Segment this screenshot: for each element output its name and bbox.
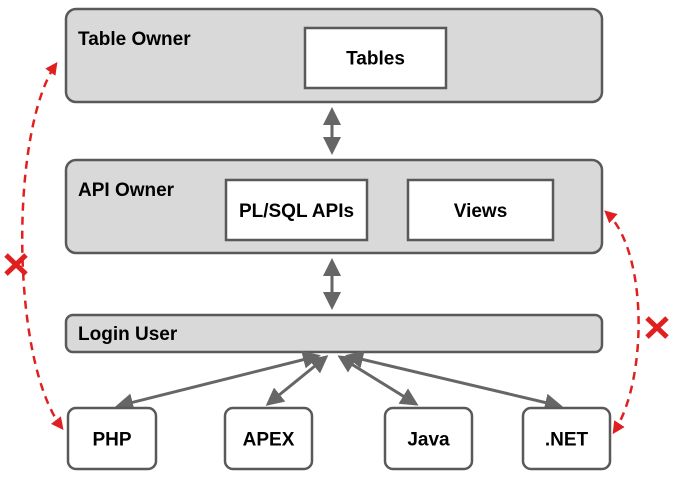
login-user-label: Login User <box>78 324 178 345</box>
apex-client-box: APEX <box>223 406 314 471</box>
java-label: Java <box>407 430 450 451</box>
apex-label: APEX <box>243 430 295 451</box>
tables-box: Tables <box>303 26 448 90</box>
views-box: Views <box>406 178 555 242</box>
plsql-apis-box: PL/SQL APIs <box>224 178 369 242</box>
php-connector <box>115 350 321 412</box>
java-client-box: Java <box>383 406 474 471</box>
dotnet-api-owner-blocked-path <box>604 210 640 435</box>
dotnet-label: .NET <box>545 430 589 451</box>
php-label: PHP <box>92 430 131 451</box>
dotnet-client-box: .NET <box>521 406 612 471</box>
login-user-layer: Login User <box>64 313 604 354</box>
views-label: Views <box>454 201 508 222</box>
x-icon <box>4 253 28 276</box>
php-client-box: PHP <box>66 406 158 471</box>
api-owner-layer: API Owner PL/SQL APIs Views <box>64 158 604 255</box>
api-owner-label: API Owner <box>78 180 175 201</box>
table-owner-layer: Table Owner Tables <box>64 7 604 104</box>
dotnet-connector <box>345 350 563 412</box>
x-icon <box>645 316 669 339</box>
plsql-apis-label: PL/SQL APIs <box>239 201 354 222</box>
table-owner-label: Table Owner <box>78 29 191 50</box>
apex-connector <box>265 355 329 406</box>
tables-label: Tables <box>346 49 405 70</box>
php-table-owner-blocked-path <box>21 61 64 430</box>
